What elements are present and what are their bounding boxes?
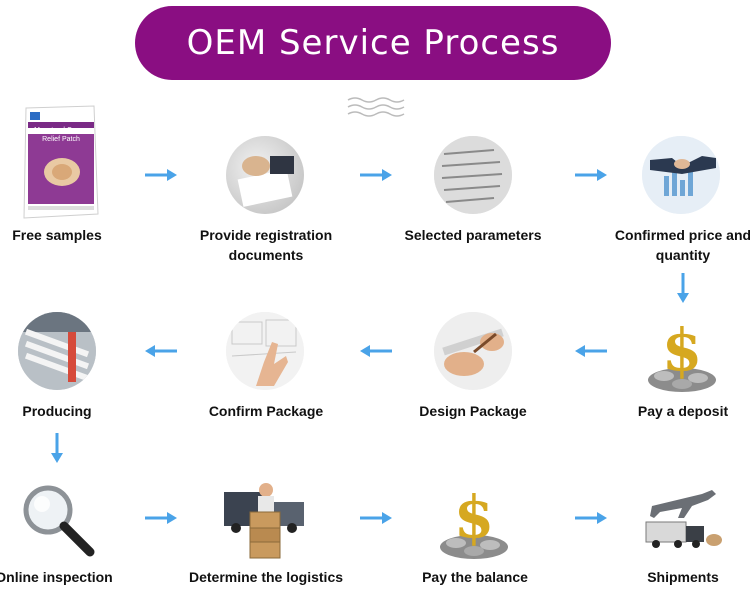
documents-icon: [226, 136, 304, 214]
dollar-coins-icon: $: [648, 316, 716, 392]
arrow-left-icon: [360, 345, 392, 357]
arrow-left-icon: [145, 345, 177, 357]
svg-text:$: $: [662, 316, 702, 384]
product-box-icon: Menstrual Cramp Relief Patch: [23, 105, 99, 219]
courier-boxes-icon: [224, 483, 304, 559]
arrow-right-icon: [145, 512, 177, 524]
title-banner: OEM Service Process: [135, 6, 611, 80]
step-label: Design Package: [419, 403, 527, 419]
svg-text:$: $: [454, 483, 494, 551]
arrow-down-icon: [51, 433, 63, 463]
step-label: Pay a deposit: [637, 403, 729, 419]
handshake-icon: [642, 136, 720, 214]
svg-text:Menstrual Cramp: Menstrual Cramp: [34, 127, 88, 134]
magnifier-icon: [23, 485, 95, 557]
arrow-right-icon: [575, 169, 607, 181]
drawing-hand-icon: [434, 312, 512, 390]
step-label: Online inspection: [0, 569, 113, 585]
wave-divider-icon: [347, 97, 405, 117]
arrow-right-icon: [360, 512, 392, 524]
arrow-right-icon: [575, 512, 607, 524]
arrow-right-icon: [145, 169, 177, 181]
step-label: Free samples: [12, 227, 102, 243]
form-paper-icon: [434, 136, 512, 214]
step-label: Provide registration documents: [199, 227, 333, 263]
page-title: OEM Service Process: [186, 23, 560, 63]
dollar-coins-icon: $: [440, 483, 508, 559]
step-label: Selected parameters: [404, 227, 542, 243]
arrow-left-icon: [575, 345, 607, 357]
arrow-down-icon: [677, 273, 689, 303]
step-label: Producing: [22, 403, 92, 419]
step-label: Determine the logistics: [188, 569, 344, 585]
svg-text:Relief Patch: Relief Patch: [42, 136, 80, 143]
sketch-hand-icon: [226, 312, 304, 390]
step-label: Shipments: [647, 569, 719, 585]
plane-truck-icon: [645, 490, 722, 548]
step-label: Confirmed price and quantity: [614, 227, 750, 263]
step-label: Confirm Package: [208, 403, 324, 419]
arrow-right-icon: [360, 169, 392, 181]
step-label: Pay the balance: [422, 569, 528, 585]
factory-machine-icon: [18, 312, 96, 390]
